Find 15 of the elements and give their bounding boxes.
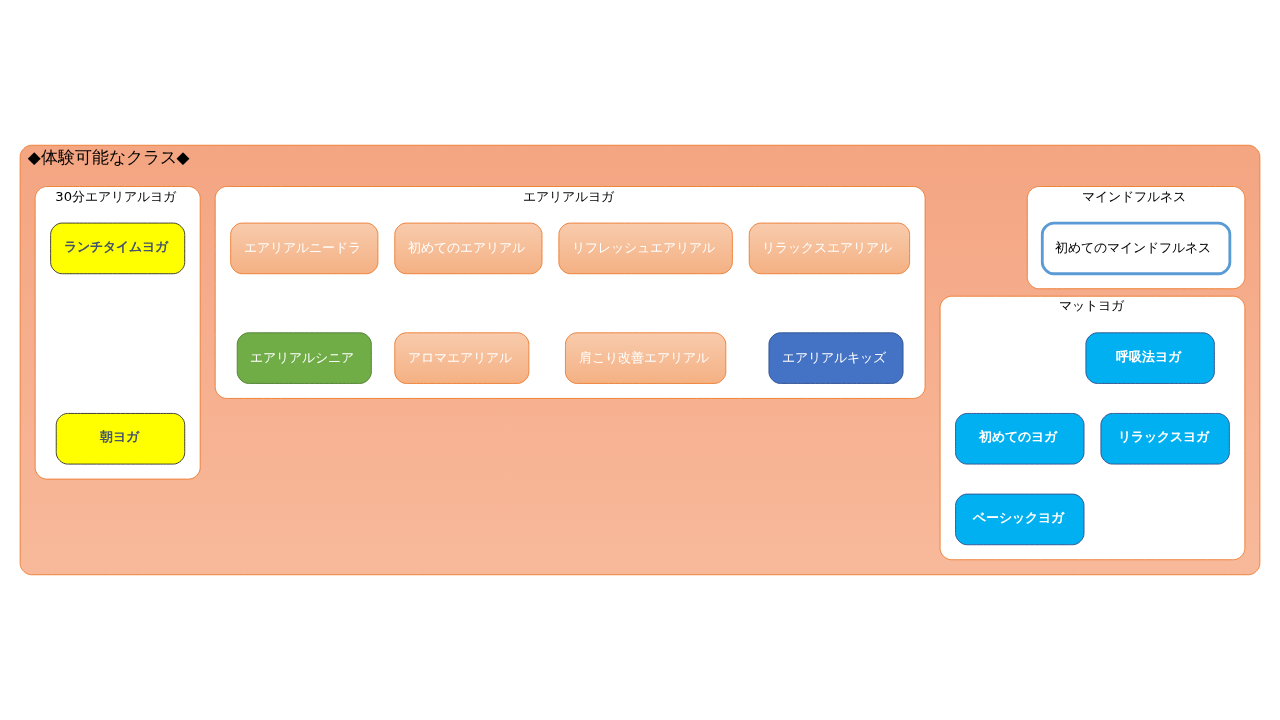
node-box: ランチタイムヨガ [50, 222, 186, 275]
node-box: アロマエアリアル [394, 332, 530, 384]
node-box: リラックスヨガ [1100, 412, 1230, 465]
node-box: 初めてのエアリアル [394, 222, 543, 275]
node-box: リフレッシュエアリアル [558, 222, 733, 275]
node-box: リラックスエアリアル [748, 222, 911, 275]
node-box: 初めてのヨガ [955, 412, 1085, 465]
node-box: ベーシックヨガ [955, 493, 1085, 546]
node-box: 呼吸法ヨガ [1085, 332, 1215, 384]
node-box: 初めてのマインドフルネス [1040, 221, 1232, 276]
node-box: エアリアルキッズ [768, 332, 904, 384]
node-box: エアリアルニードラ [230, 222, 379, 275]
node-box: エアリアルシニア [236, 332, 372, 384]
node-box: 朝ヨガ [55, 412, 186, 465]
node-box: 肩こり改善エアリアル [565, 332, 727, 384]
